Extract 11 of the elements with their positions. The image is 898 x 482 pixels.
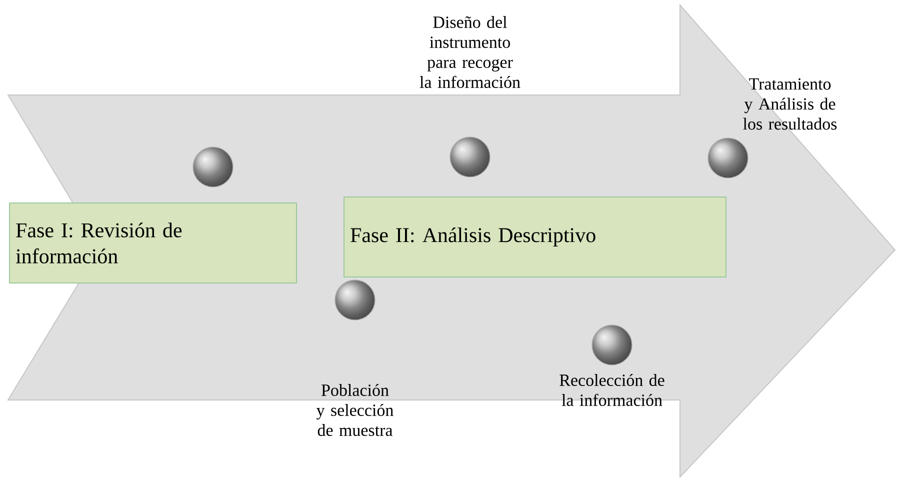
step-label: Tratamiento y Análisis de los resultados [743,78,837,130]
phase-box: Fase I: Revisión de información [9,202,297,284]
step-label: Diseño del instrumento para recoger la información [420,16,520,88]
step-label: Recolección de la información [560,374,664,406]
ball [450,136,490,178]
ball [708,138,748,178]
phase-box: Fase II: Análisis Descriptivo [344,196,726,278]
step-label: Población y selección de muestra [316,384,394,436]
ball [334,280,376,320]
ball [192,146,234,188]
ball [592,324,632,366]
